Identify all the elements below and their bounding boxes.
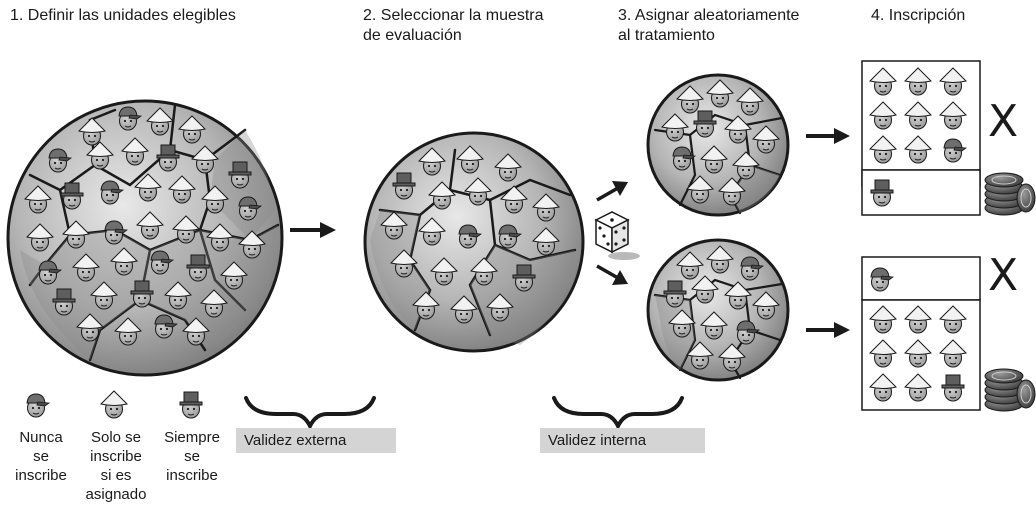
step-2-title: 2. Seleccionar la muestra de evaluación [363, 6, 544, 46]
arrow-to-enrollment-treatment [806, 128, 850, 144]
legend-always-enrolls-label: Siempre se inscribe [156, 428, 228, 485]
legend-complier-label: Solo se inscribe si es asignado [77, 428, 155, 504]
coin-stack-icon-treatment [985, 173, 1035, 215]
comparison-cross-mark: X [988, 254, 1018, 298]
legend-never-enrolls-label: Nunca se inscribe [6, 428, 76, 485]
treatment-cross-mark: X [988, 100, 1018, 144]
coin-stack-icon-comparison [985, 369, 1035, 411]
step-3-title: 3. Asignar aleatoriamente al tratamiento [618, 6, 799, 46]
always-enrolls-icon [180, 392, 202, 418]
internal-validity-label: Validez interna [540, 428, 705, 453]
arrow-to-comparison [597, 266, 628, 285]
step-1-title: 1. Definir las unidades elegibles [10, 6, 236, 26]
external-validity-label: Validez externa [236, 428, 396, 453]
treatment-enrollment-box [862, 61, 980, 215]
internal-validity-brace [554, 398, 682, 426]
never-enrolls-icon [27, 394, 49, 417]
comparison-enrollment-box [862, 257, 980, 410]
arrow-to-enrollment-comparison [806, 322, 850, 338]
arrow-to-treatment [597, 181, 628, 200]
step-4-title: 4. Inscripción [871, 6, 965, 26]
dice-icon [596, 212, 640, 260]
arrow-to-sample [290, 222, 336, 238]
external-validity-brace [246, 398, 374, 426]
complier-icon [101, 391, 127, 418]
